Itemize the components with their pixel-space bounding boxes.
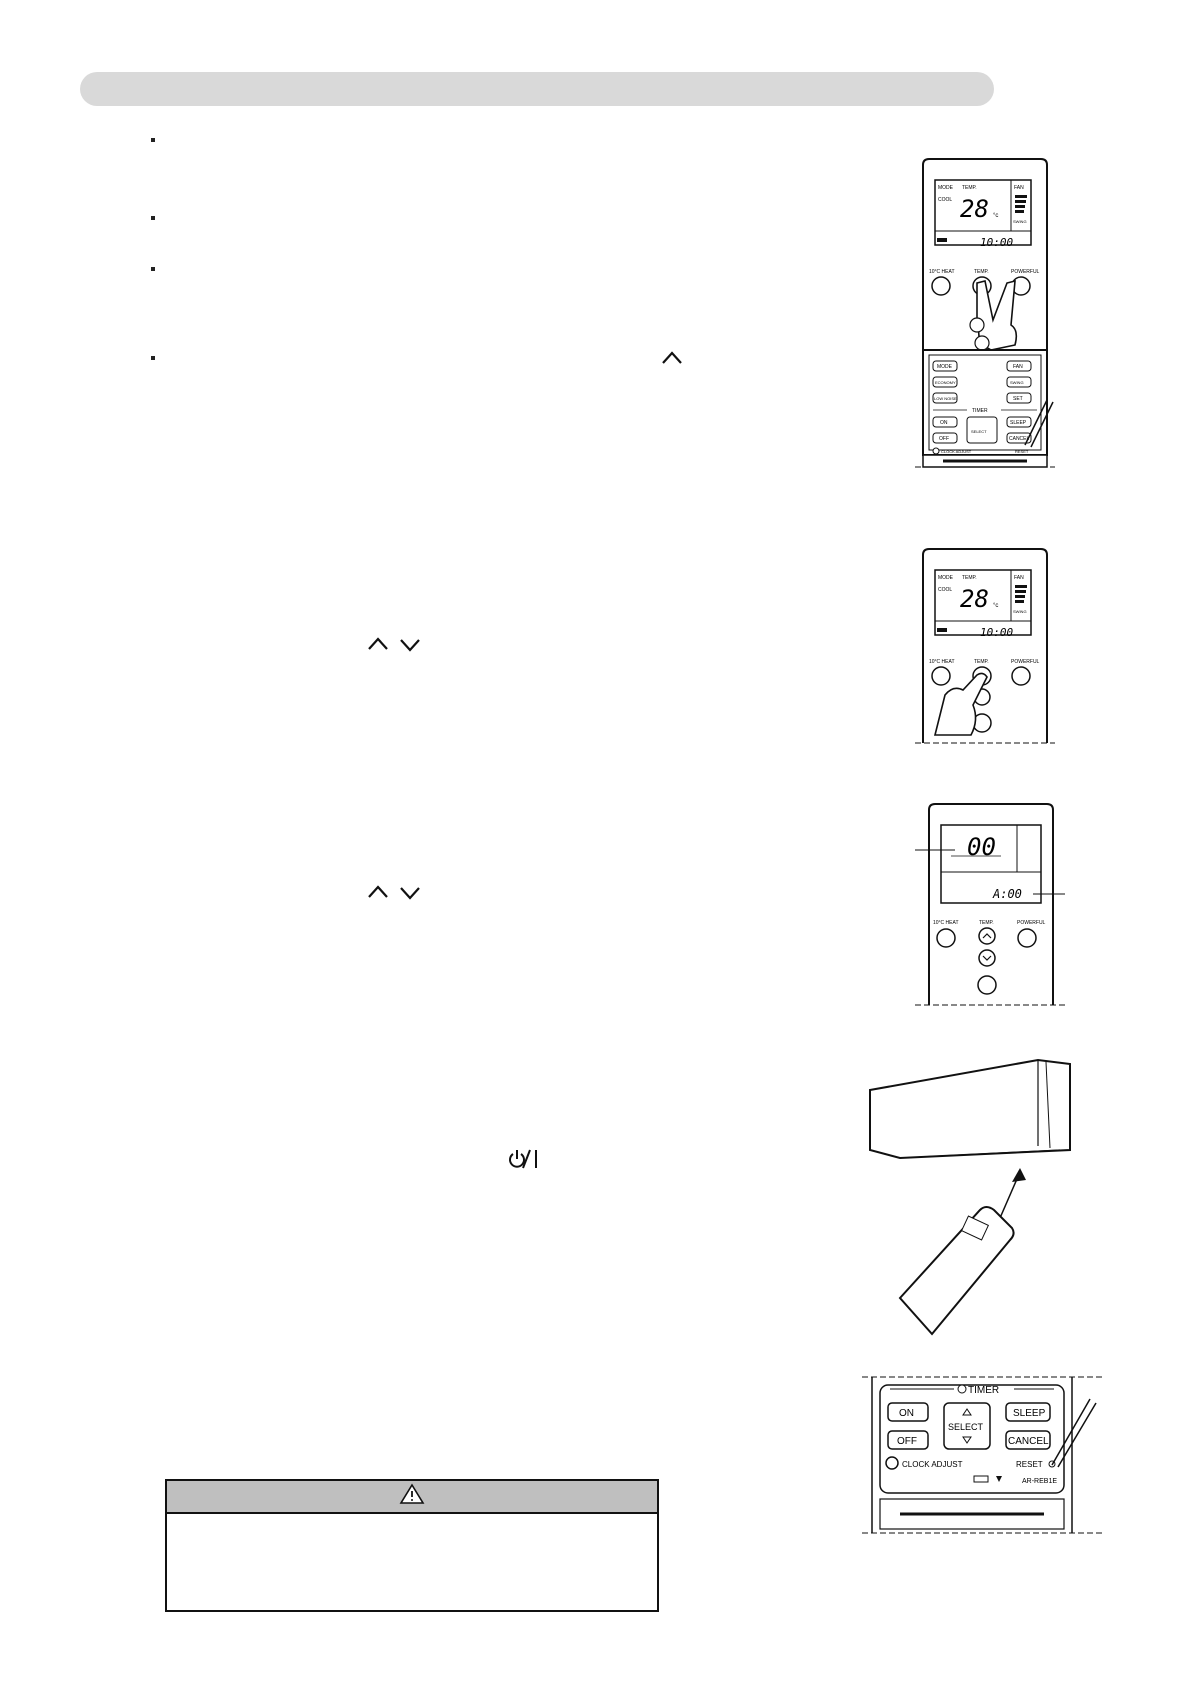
lcd-clock: 10:00 xyxy=(980,236,1013,249)
reset-label: RESET xyxy=(1015,449,1029,454)
model-label: AR-REB1E xyxy=(1022,1478,1057,1485)
powerful-button-label: POWERFUL xyxy=(1011,269,1040,275)
powerful-button[interactable] xyxy=(1011,666,1031,686)
indoor-unit-figure xyxy=(860,1050,1080,1340)
lcd-mode-label: MODE xyxy=(938,185,954,191)
clock-adjust-button[interactable] xyxy=(885,1456,899,1470)
heat-button-label: 10°C HEAT xyxy=(929,269,955,275)
economy-button[interactable]: ECONOMY xyxy=(935,380,956,385)
heat-button[interactable] xyxy=(936,928,956,948)
timer-cancel-button[interactable]: CANCEL xyxy=(1008,1436,1049,1447)
timer-panel-figure: TIMER ON OFF SELECT SLEEP CANCEL CLOCK A… xyxy=(862,1375,1102,1545)
lcd-code: 00 xyxy=(967,833,996,861)
remote-figure-1: MODE TEMP. FAN COOL 28 °c SWING 10:00 10… xyxy=(915,155,1055,505)
hand-icon xyxy=(976,279,1018,351)
heat-button-label: 10°C HEAT xyxy=(933,920,959,926)
caret-up-icon xyxy=(660,348,684,370)
timer-on-button[interactable]: ON xyxy=(899,1408,914,1419)
caret-down-icon xyxy=(398,636,422,658)
temp-button-label: TEMP. xyxy=(979,920,994,926)
sleep-button[interactable]: SLEEP xyxy=(1010,420,1027,426)
lcd-temp-label: TEMP. xyxy=(962,575,977,581)
powerful-button-label: POWERFUL xyxy=(1011,659,1040,665)
heat-button-label: 10°C HEAT xyxy=(929,659,955,665)
lcd-cool-label: COOL xyxy=(938,197,952,203)
swing-button[interactable]: SWING xyxy=(1010,380,1024,385)
lcd-mode-label: MODE xyxy=(938,575,954,581)
select-button[interactable]: SELECT xyxy=(971,429,987,434)
heat-button[interactable] xyxy=(931,276,951,296)
heat-button[interactable] xyxy=(931,666,951,686)
timer-select-button[interactable]: SELECT xyxy=(948,1422,984,1432)
lcd-unit: °c xyxy=(993,213,998,219)
warning-box xyxy=(165,1479,659,1612)
temp-button-label: TEMP. xyxy=(974,659,989,665)
reset-label: RESET xyxy=(1016,1460,1043,1469)
low-noise-button[interactable]: LOW NOISE xyxy=(934,396,957,401)
lcd-temp-label: TEMP. xyxy=(962,185,977,191)
bullet-3 xyxy=(151,267,155,271)
remote-figure-3: 00 A:00 10°C HEAT TEMP. POWERFUL xyxy=(915,800,1065,1010)
remote-figure-2: MODE TEMP. FAN COOL 28 °c SWING 10:00 10… xyxy=(915,545,1055,745)
lcd-fan-label: FAN xyxy=(1014,185,1024,191)
battery-icon xyxy=(973,1475,989,1483)
temp-button-label: TEMP. xyxy=(974,269,989,275)
temp-down-button[interactable] xyxy=(978,949,996,967)
caret-up-icon xyxy=(366,634,390,656)
lcd-swing-label: SWING xyxy=(1013,609,1027,614)
timer-sleep-button[interactable]: SLEEP xyxy=(1013,1408,1046,1419)
on-button[interactable]: ON xyxy=(940,420,948,426)
timer-title: TIMER xyxy=(968,1385,999,1396)
timer-off-button[interactable]: OFF xyxy=(897,1436,917,1447)
caret-down-icon xyxy=(398,884,422,906)
pen-icon xyxy=(1024,399,1048,446)
bullet-4 xyxy=(151,356,155,360)
powerful-button-label: POWERFUL xyxy=(1017,920,1046,926)
off-button[interactable]: OFF xyxy=(939,436,949,442)
lcd-cool-label: COOL xyxy=(938,587,952,593)
clock-adjust-label: CLOCK ADJUST xyxy=(941,449,972,454)
warning-header xyxy=(167,1481,657,1514)
power-icon xyxy=(508,1148,542,1174)
powerful-button[interactable] xyxy=(1017,928,1037,948)
power-button[interactable] xyxy=(977,975,997,995)
temp-up-button[interactable] xyxy=(978,927,996,945)
lcd-swing-label: SWING xyxy=(1013,219,1027,224)
clock-adjust-label: CLOCK ADJUST xyxy=(902,1460,963,1469)
mode-button[interactable]: MODE xyxy=(937,364,953,370)
bullet-1 xyxy=(151,138,155,142)
lcd-unit: °c xyxy=(993,603,998,609)
lcd-fan-label: FAN xyxy=(1014,575,1024,581)
caret-up-icon xyxy=(366,882,390,904)
remote-in-hand xyxy=(898,1206,1015,1336)
pen-icon xyxy=(1051,1398,1091,1466)
set-button[interactable]: SET xyxy=(1013,396,1023,402)
lcd-temp-value: 28 xyxy=(960,195,989,223)
timer-label: TIMER xyxy=(972,408,988,414)
indoor-unit xyxy=(869,1058,1071,1160)
lcd-clock: A:00 xyxy=(992,887,1022,901)
lcd-clock: 10:00 xyxy=(980,626,1013,639)
bullet-2 xyxy=(151,216,155,220)
warning-triangle-icon xyxy=(399,1483,425,1510)
fan-button[interactable]: FAN xyxy=(1013,364,1023,370)
lcd-temp-value: 28 xyxy=(960,585,989,613)
section-header-bar xyxy=(80,72,994,106)
hand-icon xyxy=(933,672,988,736)
cancel-button[interactable]: CANCEL xyxy=(1009,436,1030,442)
